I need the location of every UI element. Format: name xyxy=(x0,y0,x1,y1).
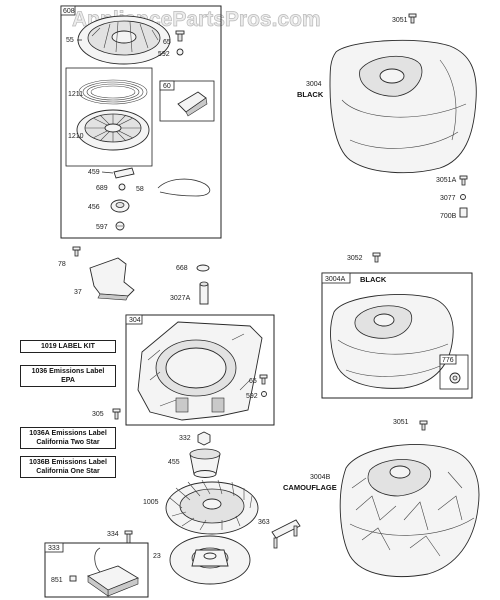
part-3052-screw[interactable] xyxy=(372,252,381,263)
part-78-screw[interactable] xyxy=(72,246,81,257)
callout-334[interactable]: 334 xyxy=(107,531,119,538)
note-1036-emissions-label[interactable]: 1036 Emissions Label EPA xyxy=(20,365,116,387)
note-1036A-line2: California Two Star xyxy=(36,439,100,446)
callout-608[interactable]: 608 xyxy=(63,8,75,15)
label-black-2: BLACK xyxy=(360,275,387,284)
part-668-washer[interactable] xyxy=(196,264,210,272)
note-1036B-line1: 1036B Emissions Label xyxy=(29,459,107,466)
part-65-screw[interactable] xyxy=(175,30,185,42)
callout-3004A[interactable]: 3004A xyxy=(325,276,346,283)
part-592-washer[interactable] xyxy=(176,48,184,56)
callout-668[interactable]: 668 xyxy=(176,265,188,272)
callout-3027A[interactable]: 3027A xyxy=(170,295,191,302)
callout-60[interactable]: 60 xyxy=(163,83,171,90)
callout-776[interactable]: 776 xyxy=(442,357,454,364)
callout-597[interactable]: 597 xyxy=(96,224,108,231)
note-1036-line1: 1036 Emissions Label xyxy=(31,368,105,375)
part-60-starter-handle[interactable] xyxy=(177,91,208,117)
part-55-starter-housing[interactable] xyxy=(77,15,171,65)
part-1211-recoil-spring[interactable] xyxy=(78,79,148,105)
callout-305[interactable]: 305 xyxy=(92,411,104,418)
part-23-armature[interactable] xyxy=(169,535,251,585)
part-65-screw-b[interactable] xyxy=(259,374,268,385)
box-304 xyxy=(125,314,275,426)
part-459-pawl[interactable] xyxy=(113,167,135,179)
callout-592b[interactable]: 592 xyxy=(246,393,258,400)
note-1019-label-kit[interactable]: 1019 LABEL KIT xyxy=(20,340,116,353)
callout-3051b[interactable]: 3051 xyxy=(393,419,409,426)
part-3027A-spacer[interactable] xyxy=(199,281,209,305)
callout-65b[interactable]: 65 xyxy=(249,378,257,385)
callout-78[interactable]: 78 xyxy=(58,261,66,268)
box-608-tag xyxy=(60,5,76,16)
callout-689[interactable]: 689 xyxy=(96,185,108,192)
callout-65a[interactable]: 65 xyxy=(163,39,171,46)
part-3004A-blower-housing[interactable] xyxy=(330,294,454,389)
part-456-retainer[interactable] xyxy=(110,199,130,213)
part-700B-clip[interactable] xyxy=(459,207,468,218)
callout-700B[interactable]: 700B xyxy=(440,213,457,220)
box-60 xyxy=(159,80,215,122)
part-3004B-blower-housing-camouflage[interactable] xyxy=(339,444,480,577)
callout-3004B[interactable]: 3004B xyxy=(310,474,331,481)
callout-459[interactable]: 459 xyxy=(88,169,100,176)
label-black-1: BLACK xyxy=(297,90,324,99)
callout-592a[interactable]: 592 xyxy=(158,51,170,58)
note-1036A-line1: 1036A Emissions Label xyxy=(29,430,107,437)
callout-3051A[interactable]: 3051A xyxy=(436,177,457,184)
callout-332[interactable]: 332 xyxy=(179,435,191,442)
part-58-starter-rope[interactable] xyxy=(157,178,211,197)
part-333-ignition-module[interactable] xyxy=(87,547,140,597)
callout-55[interactable]: 55 xyxy=(66,37,74,44)
callout-3051a[interactable]: 3051 xyxy=(392,17,408,24)
label-camouflage: CAMOUFLAGE xyxy=(283,483,337,492)
callout-1005[interactable]: 1005 xyxy=(143,499,159,506)
note-1036A-emissions-label[interactable]: 1036A Emissions Label California Two Sta… xyxy=(20,427,116,449)
callout-1211[interactable]: 1211 xyxy=(68,91,83,98)
part-455-starter-cup[interactable] xyxy=(189,448,221,478)
callout-455[interactable]: 455 xyxy=(168,459,180,466)
callout-304[interactable]: 304 xyxy=(129,317,141,324)
callout-363[interactable]: 363 xyxy=(258,519,270,526)
callout-3077[interactable]: 3077 xyxy=(440,195,456,202)
callout-851[interactable]: 851 xyxy=(51,577,63,584)
part-776-grommet[interactable] xyxy=(449,372,461,384)
note-1019-text: 1019 LABEL KIT xyxy=(41,343,95,350)
part-3077-washer[interactable] xyxy=(460,194,466,200)
callout-3052[interactable]: 3052 xyxy=(347,255,363,262)
part-851-terminal[interactable] xyxy=(69,575,77,582)
part-3004-blower-housing-black[interactable] xyxy=(329,39,477,174)
callout-333[interactable]: 333 xyxy=(48,545,60,552)
box-spring-pulley xyxy=(65,67,153,167)
part-37-air-guide[interactable] xyxy=(89,257,135,301)
part-3051-screw-top[interactable] xyxy=(408,13,417,24)
note-1036-line2: EPA xyxy=(61,377,75,384)
callout-1210[interactable]: 1210 xyxy=(68,133,84,140)
part-334-screw[interactable] xyxy=(124,530,133,544)
callout-37[interactable]: 37 xyxy=(74,289,82,296)
callout-23[interactable]: 23 xyxy=(153,553,161,560)
box-333 xyxy=(44,542,149,598)
box-3004A xyxy=(321,272,473,399)
part-1005-flywheel[interactable] xyxy=(165,479,259,535)
part-689-spring[interactable] xyxy=(118,183,126,191)
part-1210-pulley[interactable] xyxy=(76,109,150,151)
callout-456[interactable]: 456 xyxy=(88,204,100,211)
callout-58[interactable]: 58 xyxy=(136,186,144,193)
part-592-washer-b[interactable] xyxy=(261,391,267,397)
part-3051-screw-b[interactable] xyxy=(419,420,428,431)
part-304-blower-housing[interactable] xyxy=(137,321,263,421)
part-363-ignition-bolt[interactable] xyxy=(271,519,301,549)
callout-3004[interactable]: 3004 xyxy=(306,81,322,88)
part-3051A-screw[interactable] xyxy=(459,175,468,186)
note-1036B-line2: California One Star xyxy=(36,468,100,475)
part-597-screw[interactable] xyxy=(115,221,125,231)
part-305-screw[interactable] xyxy=(112,408,121,420)
part-332-nut[interactable] xyxy=(197,431,211,446)
note-1036B-emissions-label[interactable]: 1036B Emissions Label California One Sta… xyxy=(20,456,116,478)
box-608 xyxy=(60,5,222,239)
